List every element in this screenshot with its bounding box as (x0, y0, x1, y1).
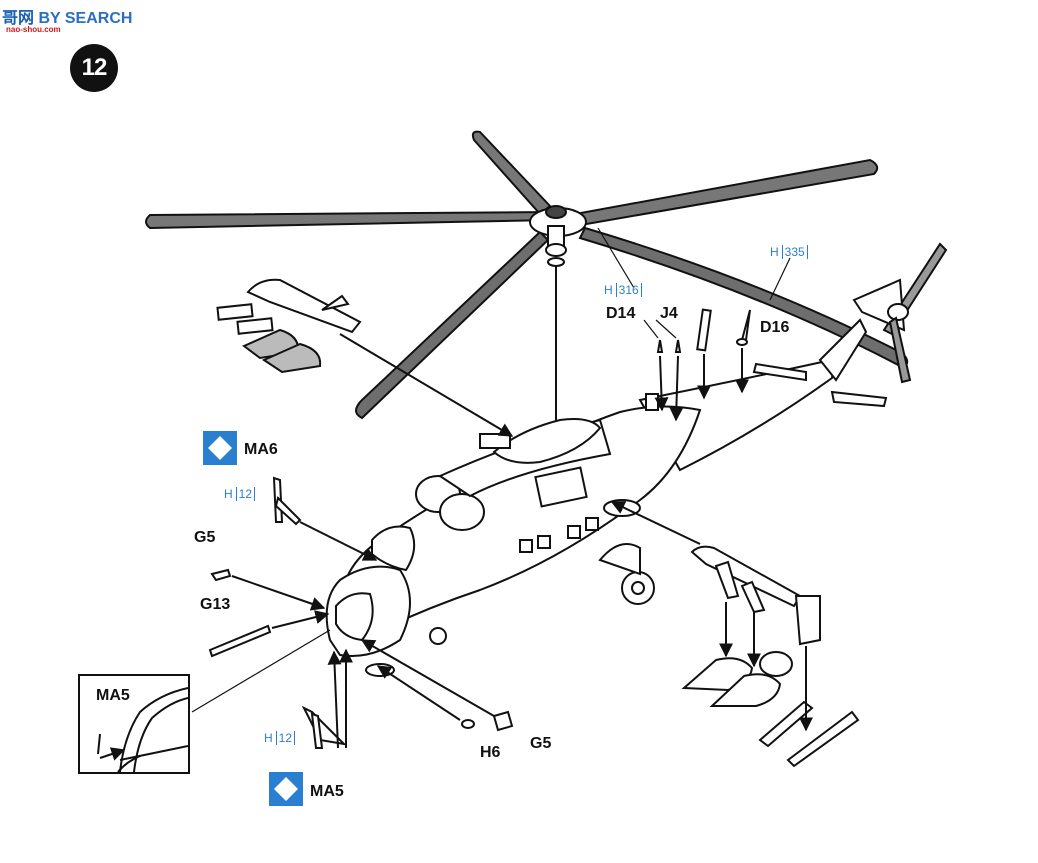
ma6-part (272, 476, 302, 526)
rotor-blade-left (145, 210, 553, 230)
detail-inset: MA5 (78, 674, 190, 774)
main-rotor (145, 130, 909, 420)
part-label-ma5: MA5 (310, 783, 344, 800)
h6-g5-parts (461, 710, 514, 732)
part-label-ma6: MA6 (244, 441, 278, 458)
part-label-j4: J4 (660, 305, 678, 322)
right-weapon-pylon (681, 545, 860, 768)
paint-diamond-icon (269, 772, 303, 806)
helicopter-fuselage (325, 242, 948, 677)
inset-canopy-drawing (97, 687, 189, 773)
ma5-bottom-part (301, 705, 347, 749)
paint-diamond-icon (203, 431, 237, 465)
watermark-en: BY SEARCH (38, 10, 133, 27)
inset-label: MA5 (96, 687, 130, 704)
rotor-blade-lower-right (578, 226, 909, 370)
part-label-g13: G13 (200, 596, 231, 613)
step-number-badge: 12 (70, 44, 118, 92)
watermark-cn2: 网 (18, 10, 35, 27)
part-label-g5-bottom: G5 (530, 735, 552, 752)
rotor-blade-right (568, 158, 879, 228)
rotor-blade-upper (471, 130, 552, 216)
watermark: 哥网 BY SEARCH (2, 4, 132, 28)
part-label-d14: D14 (606, 305, 636, 322)
part-label-h6: H6 (480, 744, 501, 761)
part-label-g5-left: G5 (194, 529, 216, 546)
watermark-sub: nao-shou.com (6, 25, 61, 34)
part-label-d16: D16 (760, 319, 790, 336)
top-small-parts (656, 308, 751, 353)
watermark-cn: 哥 (2, 10, 19, 27)
rotor-blade-lower-left (355, 230, 550, 420)
g-parts-left (208, 568, 272, 658)
left-weapon-pylon (216, 278, 362, 374)
